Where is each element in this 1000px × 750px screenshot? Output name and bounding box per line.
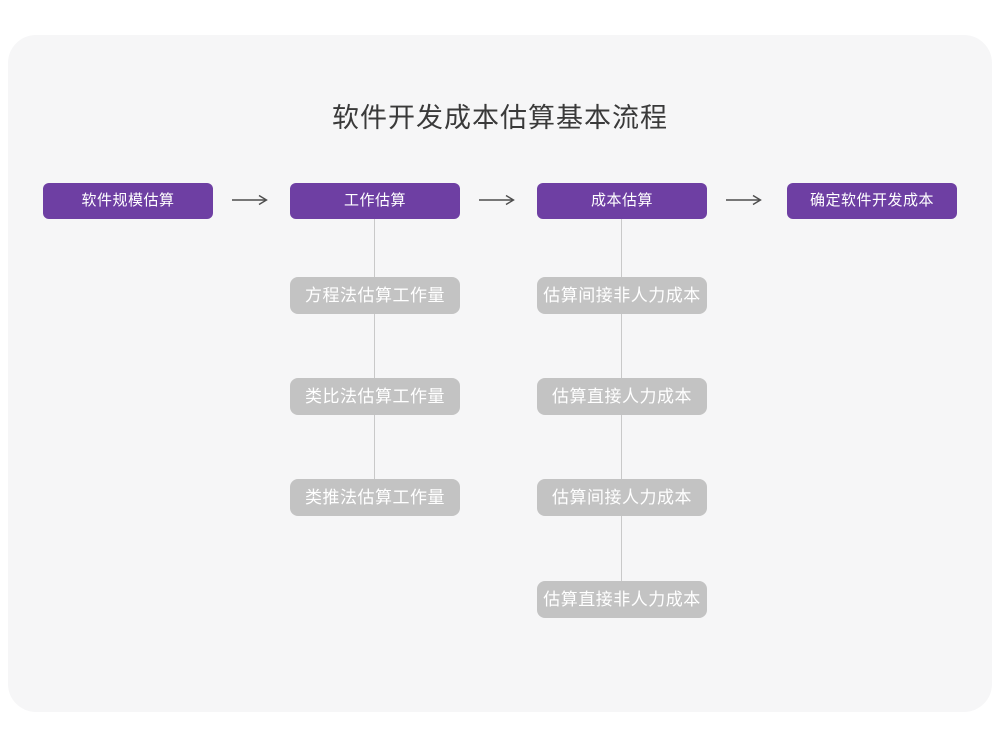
- child-box-analogy-method[interactable]: 类比法估算工作量: [290, 378, 460, 415]
- child-box-extrapolation-method[interactable]: 类推法估算工作量: [290, 479, 460, 516]
- stage-box-determine-dev-cost[interactable]: 确定软件开发成本: [787, 183, 957, 219]
- stage-box-software-scale-estimation[interactable]: 软件规模估算: [43, 183, 213, 219]
- right-arrow-icon: [478, 193, 516, 207]
- diagram-title: 软件开发成本估算基本流程: [332, 103, 668, 133]
- child-box-indirect-non-labor-cost[interactable]: 估算间接非人力成本: [537, 277, 707, 314]
- connector-line-work-estimation: [374, 219, 375, 497]
- child-box-direct-labor-cost[interactable]: 估算直接人力成本: [537, 378, 707, 415]
- right-arrow-icon: [231, 193, 269, 207]
- diagram-canvas: [8, 35, 992, 712]
- stage-box-work-estimation[interactable]: 工作估算: [290, 183, 460, 219]
- child-box-equation-method[interactable]: 方程法估算工作量: [290, 277, 460, 314]
- right-arrow-icon: [725, 193, 763, 207]
- child-box-direct-non-labor-cost[interactable]: 估算直接非人力成本: [537, 581, 707, 618]
- child-box-indirect-labor-cost[interactable]: 估算间接人力成本: [537, 479, 707, 516]
- stage-box-cost-estimation[interactable]: 成本估算: [537, 183, 707, 219]
